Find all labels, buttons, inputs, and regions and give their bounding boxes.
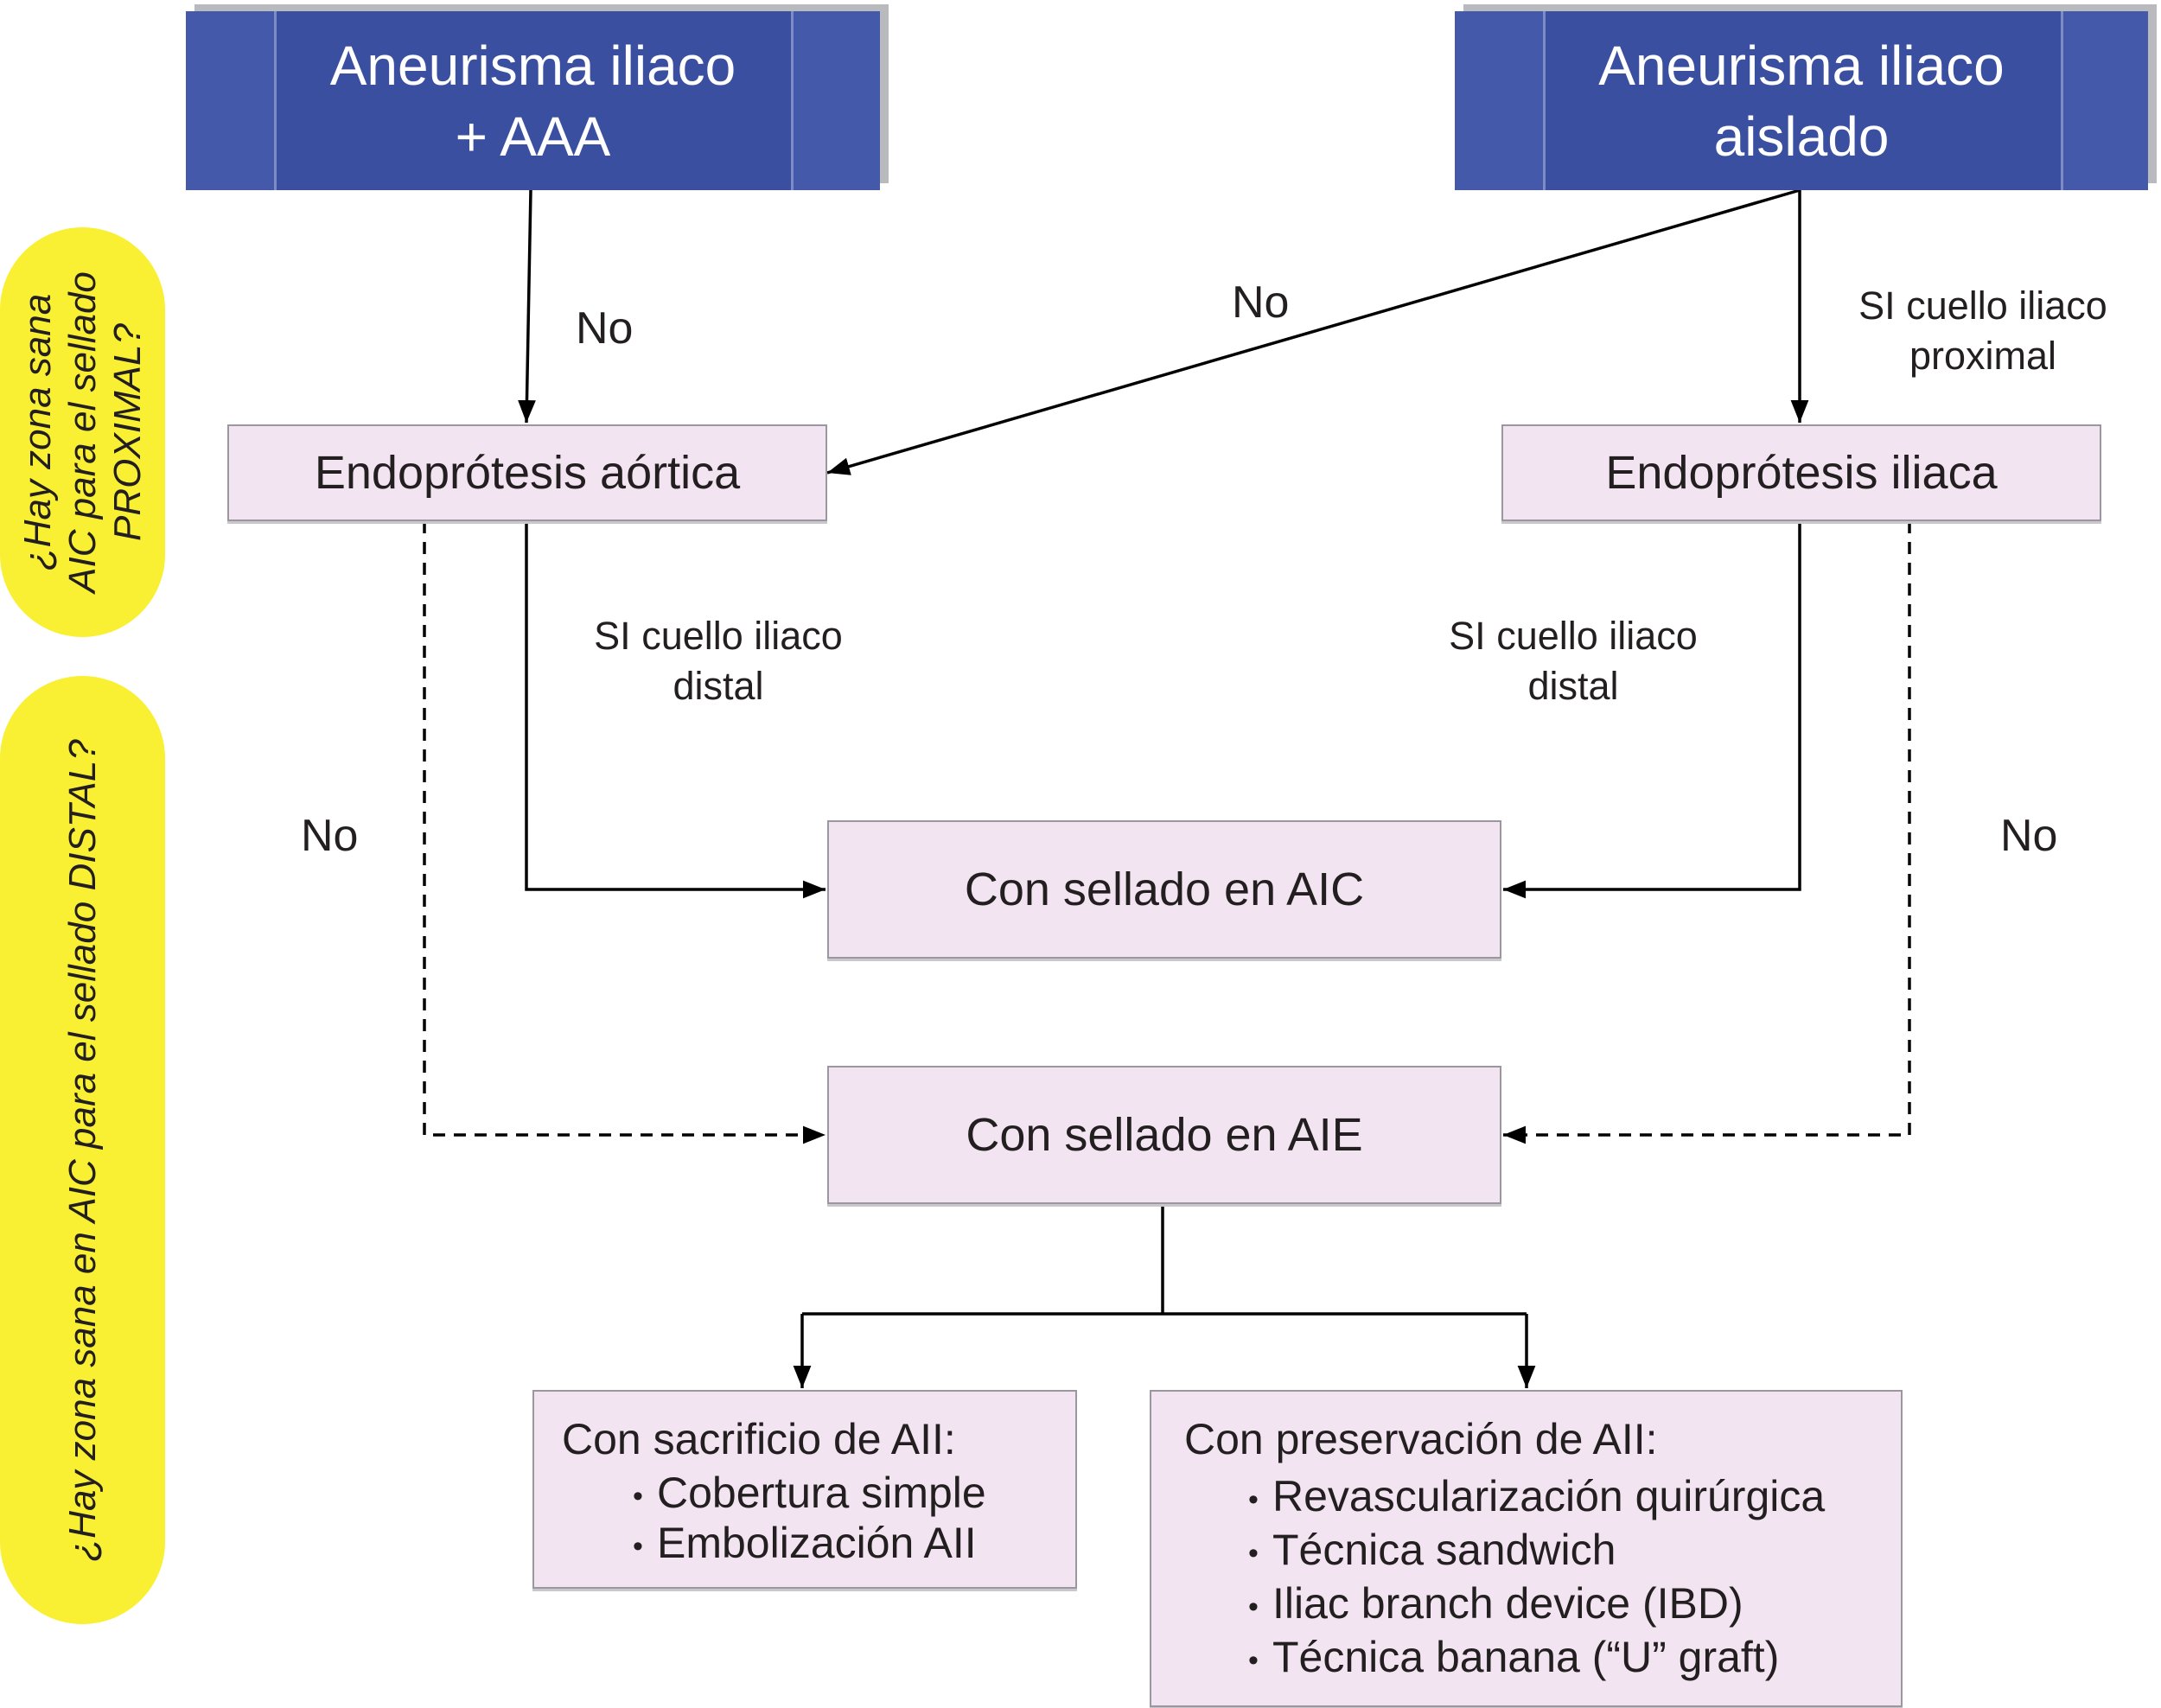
- edge-label-proximal-yes: SI cuello iliaco proximal: [1810, 281, 2156, 381]
- list-item: Embolización AII: [633, 1518, 1075, 1571]
- edge-label-line: distal: [1527, 664, 1619, 708]
- node-title-line2: aislado: [1713, 105, 1890, 168]
- edge-label-distal-yes-left: SI cuello iliaco distal: [545, 611, 891, 711]
- node-title-line1: Aneurisma iliaco: [329, 34, 736, 97]
- node-isolated-iliac-aneurysm: Aneurisma iliaco aislado: [1455, 11, 2148, 190]
- edge-label-line: SI cuello iliaco: [1449, 614, 1698, 658]
- question-proximal-line3: PROXIMAL?: [105, 323, 149, 541]
- question-proximal-line2: AIC para el sellado: [61, 271, 104, 593]
- arrow-isolated-to-aortic: [826, 188, 1801, 475]
- arrow-aortic-to-aie: [423, 521, 826, 1144]
- node-iliac-graft: Endoprótesis iliaca: [1501, 424, 2101, 521]
- list-item: Técnica sandwich: [1248, 1523, 1901, 1580]
- edge-label-line: SI cuello iliaco: [1858, 284, 2107, 328]
- list-item: Revascularización quirúrgica: [1248, 1469, 1901, 1526]
- node-aortic-graft: Endoprótesis aórtica: [227, 424, 827, 521]
- arrow-aortic-to-aic: [525, 521, 826, 899]
- node-sacrifice-title: Con sacrificio de AII:: [562, 1415, 956, 1463]
- edge-label-line: proximal: [1909, 334, 2057, 378]
- edge-label-distal-yes-right: SI cuello iliaco distal: [1400, 611, 1746, 711]
- arrow-iliac-to-aic: [1503, 521, 1801, 899]
- edge-label-no: No: [1232, 277, 1290, 328]
- list-item: Iliac branch device (IBD): [1248, 1577, 1901, 1634]
- edge-label-no: No: [2000, 811, 2058, 861]
- question-distal: ¿Hay zona sana en AIC para el sellado DI…: [0, 676, 165, 1624]
- node-preservation-title: Con preservación de AII:: [1184, 1415, 1658, 1463]
- arrow-aaa-to-aortic: [518, 189, 536, 424]
- connector-aie-split: [802, 1204, 1527, 1316]
- edge-label-no: No: [301, 811, 359, 861]
- node-title-line2: + AAA: [455, 105, 611, 168]
- node-sacrifice-aii: Con sacrificio de AII: Cobertura simple …: [532, 1390, 1077, 1589]
- question-proximal-line1: ¿Hay zona sana: [16, 293, 59, 571]
- list-item: Técnica banana (“U” graft): [1248, 1630, 1901, 1687]
- question-distal-text: ¿Hay zona sana en AIC para el sellado DI…: [61, 738, 104, 1562]
- node-iliac-aneurysm-aaa: Aneurisma iliaco + AAA: [186, 11, 880, 190]
- edge-label-line: distal: [673, 664, 764, 708]
- arrow-iliac-to-aie: [1503, 521, 1911, 1144]
- node-preservation-aii: Con preservación de AII: Revascularizaci…: [1150, 1390, 1903, 1707]
- node-seal-aie: Con sellado en AIE: [827, 1066, 1501, 1204]
- edge-label-line: SI cuello iliaco: [594, 614, 843, 658]
- edge-label-no: No: [576, 303, 634, 354]
- question-proximal: ¿Hay zona sana AIC para el sellado PROXI…: [0, 227, 165, 637]
- node-seal-aic: Con sellado en AIC: [827, 820, 1501, 959]
- node-title-line1: Aneurisma iliaco: [1598, 34, 2005, 97]
- list-item: Cobertura simple: [633, 1468, 1075, 1521]
